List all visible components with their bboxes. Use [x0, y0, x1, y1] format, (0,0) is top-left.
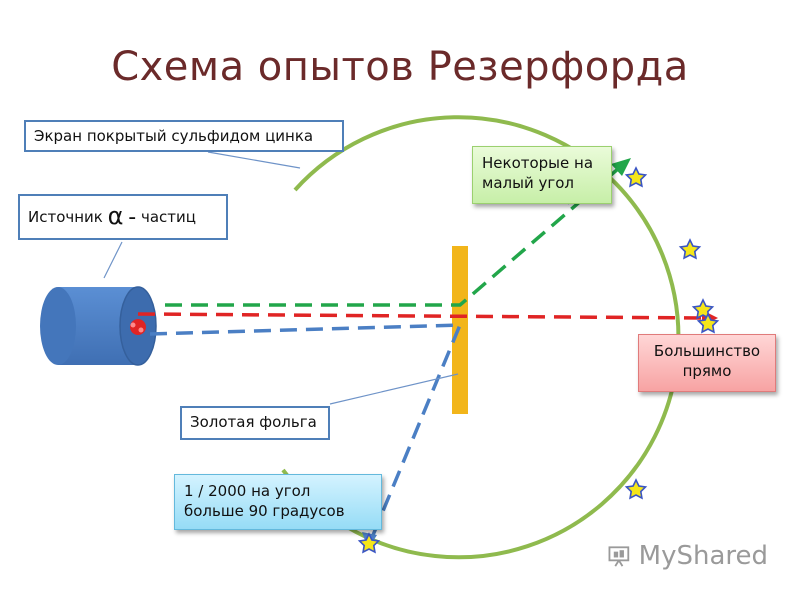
- alpha-source: [40, 286, 157, 366]
- straight-label: Большинство прямо: [638, 334, 776, 392]
- arrowhead-green: [611, 158, 631, 176]
- source-suffix: частиц: [141, 208, 196, 226]
- flash-star: [696, 312, 720, 334]
- source-back: [40, 287, 76, 365]
- screen-pointer: [207, 151, 301, 169]
- flash-star: [357, 532, 381, 554]
- source-label: Источник α - частиц: [18, 194, 228, 240]
- flash-star: [678, 238, 702, 260]
- watermark-text: MyShared: [638, 541, 768, 571]
- beam-red: [137, 312, 709, 320]
- foil-label: Золотая фольга: [180, 406, 330, 440]
- large-angle-label: 1 / 2000 на угол больше 90 градусов: [174, 474, 382, 530]
- presentation-icon: [608, 546, 630, 567]
- watermark: MyShared: [608, 536, 768, 576]
- source-prefix: Источник: [28, 208, 103, 226]
- foil-pointer: [329, 373, 459, 405]
- source-separator: -: [128, 205, 137, 230]
- gold-foil: [452, 246, 468, 414]
- source-pointer: [103, 241, 123, 279]
- flash-star: [624, 478, 648, 500]
- page-title: Схема опытов Резерфорда: [111, 44, 689, 90]
- screen-label: Экран покрытый сульфидом цинка: [24, 120, 344, 152]
- flashes: [357, 166, 720, 554]
- small-angle-label: Некоторые на малый угол: [472, 146, 612, 204]
- beam-green: [165, 160, 628, 307]
- flash-star: [624, 166, 648, 188]
- alpha-symbol: α: [107, 202, 124, 230]
